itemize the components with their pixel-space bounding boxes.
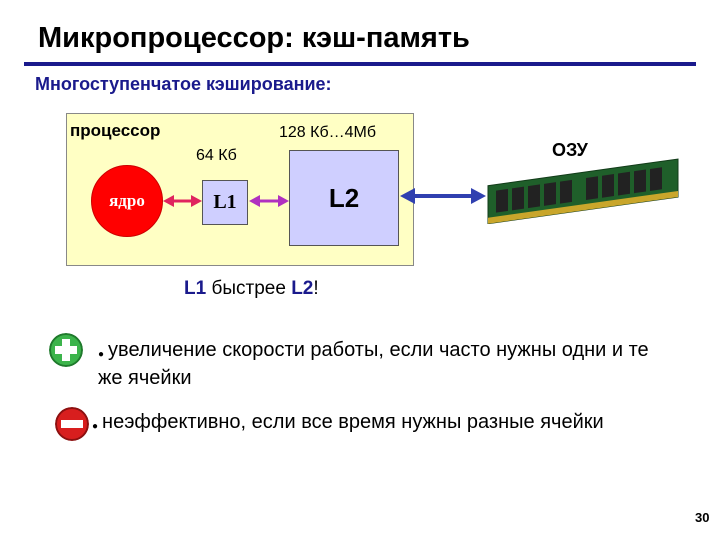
comparison-text: быстрее [206,278,292,299]
ram-label: ОЗУ [552,140,588,160]
minus-circle-icon [55,407,89,441]
comparison-end: ! [313,278,319,299]
cons-bullet: ●неэффективно, если все время нужны разн… [92,408,652,436]
bullet-dot: ● [92,421,99,432]
comparison-l2: L2 [291,278,314,299]
core-label: ядро [109,191,145,210]
page-number: 30 [695,510,710,525]
pros-bullet: ●увеличение скорости работы, если часто … [98,336,658,392]
ram-module-icon [487,158,679,224]
l2-cache-box: L2 [289,150,399,246]
bullet-dot: ● [98,349,105,360]
core-circle: ядро [91,165,163,237]
comparison-l1: L1 [184,278,207,299]
speed-comparison: L1 быстрее L2! [184,278,319,300]
l1-cache-label: L1 [213,191,237,213]
title-divider [24,62,696,66]
slide-subtitle: Многоступенчатое кэширование: [35,74,332,94]
l1-cache-box: L1 [202,180,248,225]
l2-size-label: 128 Кб…4Мб [279,124,377,141]
pros-text: увеличение скорости работы, если часто н… [98,339,649,389]
l2-cache-label: L2 [328,182,360,213]
slide-title: Микропроцессор: кэш-память [38,22,470,54]
plus-circle-icon [49,333,83,367]
cons-text: неэффективно, если все время нужны разны… [102,411,604,433]
processor-label: процессор [70,121,161,140]
l1-size-label: 64 Кб [196,147,237,164]
